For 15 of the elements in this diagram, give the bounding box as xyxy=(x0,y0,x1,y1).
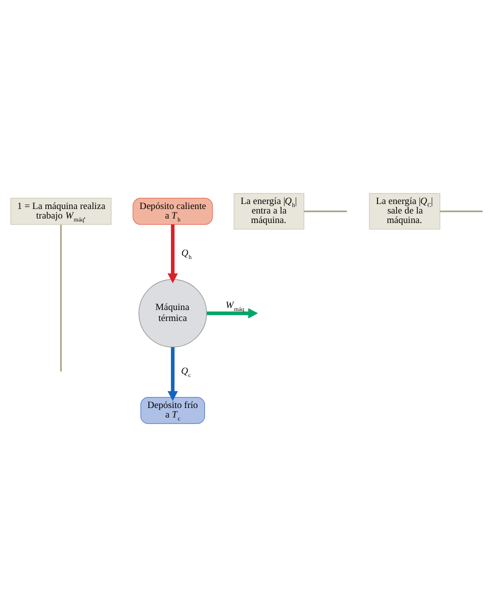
arrow xyxy=(168,224,178,283)
connector xyxy=(304,210,347,212)
edge-label: Q$_{h}$ xyxy=(181,248,192,261)
node-box: 1 = La máquina realiza trabajo W$_{máq}$. xyxy=(10,197,112,224)
node-box: La energía |Q$_{h}$| entra a la máquina. xyxy=(234,192,304,230)
connector xyxy=(440,210,483,212)
node-circle: Máquina térmica xyxy=(138,278,207,347)
connector xyxy=(60,224,62,372)
node-box: Depósito caliente a T$_{h}$ xyxy=(132,197,213,224)
node-box: La energía |Q$_{C}$| sale de la máquina. xyxy=(369,192,440,230)
node-box: Depósito frío a T$_{c}$ xyxy=(140,396,206,424)
arrow xyxy=(206,308,258,318)
arrow xyxy=(168,346,178,400)
edge-label: Q$_{c}$ xyxy=(181,365,191,378)
edge-label: W$_{máq}$ xyxy=(226,299,244,312)
